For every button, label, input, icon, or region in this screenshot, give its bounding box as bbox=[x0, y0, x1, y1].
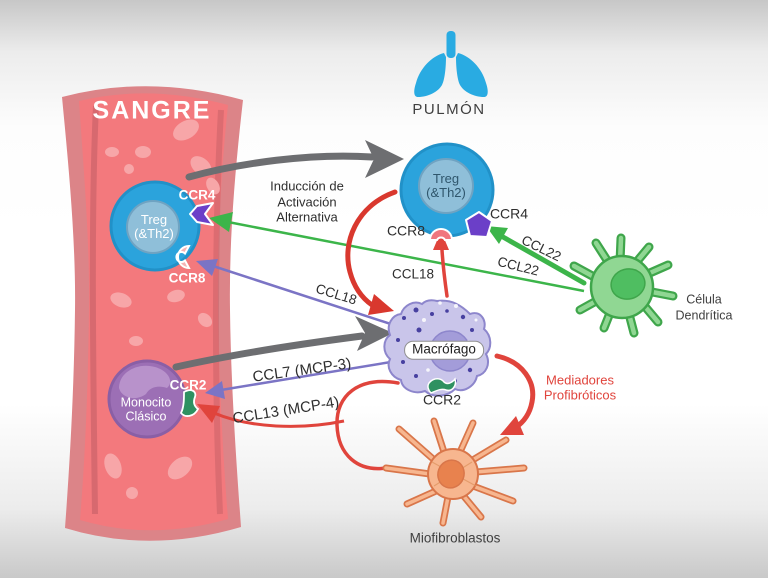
ccr8-lung-label: CCR8 bbox=[386, 222, 426, 239]
ccl7-purple-arrow bbox=[205, 358, 404, 399]
macrophage-label: Macrófago bbox=[404, 340, 484, 360]
ccl13-red-arrow bbox=[197, 379, 400, 471]
treg-cell-lung bbox=[399, 142, 495, 241]
ccr2-receptor-monocyte bbox=[179, 389, 200, 417]
monocyte-cell bbox=[107, 359, 200, 439]
mediators-note: Mediadores Profibróticos bbox=[543, 372, 617, 403]
blood-title: SANGRE bbox=[92, 96, 212, 125]
myofibroblast-cell bbox=[382, 417, 528, 527]
vessel-wall-line-right bbox=[212, 109, 224, 515]
ccr4-receptor-lung bbox=[465, 211, 493, 238]
ccr2-macrophage-label: CCR2 bbox=[422, 391, 462, 408]
vessel-lumen bbox=[79, 93, 228, 531]
mediators-red-arrow bbox=[494, 353, 536, 435]
ccr4-lung-label: CCR4 bbox=[489, 205, 529, 222]
treg-blood-label: Treg(&Th2) bbox=[134, 211, 174, 241]
ccl18-red-arrow bbox=[433, 231, 449, 298]
induction-red-arc bbox=[345, 189, 398, 315]
ccl22-long-arrow bbox=[209, 212, 585, 293]
myofibroblast-label: Miofibroblastos bbox=[409, 530, 501, 546]
ccr2-receptor-macrophage bbox=[427, 377, 457, 394]
ccl18-red-label: CCL18 bbox=[391, 266, 435, 282]
ccr2-monocyte-label: CCR2 bbox=[169, 377, 207, 393]
ccr8-receptor-blood bbox=[175, 244, 191, 270]
ccl18-purple-arrow bbox=[196, 259, 401, 329]
treg-cell-blood bbox=[109, 180, 214, 272]
vessel-wall-line-left bbox=[89, 105, 99, 515]
ccr8-blood-label: CCR8 bbox=[168, 270, 206, 286]
treg-lung-label: Treg(&Th2) bbox=[426, 170, 466, 200]
blood-vessel bbox=[62, 86, 243, 541]
migration-arrow-treg bbox=[185, 140, 404, 181]
ccr8-receptor-lung bbox=[428, 228, 454, 241]
migration-arrow-monocyte bbox=[172, 316, 393, 371]
lung-title: PULMÓN bbox=[412, 100, 486, 118]
lungs-icon bbox=[414, 31, 488, 97]
dendritic-cell bbox=[569, 233, 678, 338]
induction-note: Inducción de Activación Alternativa bbox=[270, 178, 344, 225]
dendritic-cell-label: Célula Dendrítica bbox=[675, 292, 733, 322]
ccr4-blood-label: CCR4 bbox=[178, 187, 216, 203]
ccr4-receptor-blood bbox=[189, 202, 214, 226]
ccl22-short-arrow bbox=[486, 226, 587, 286]
